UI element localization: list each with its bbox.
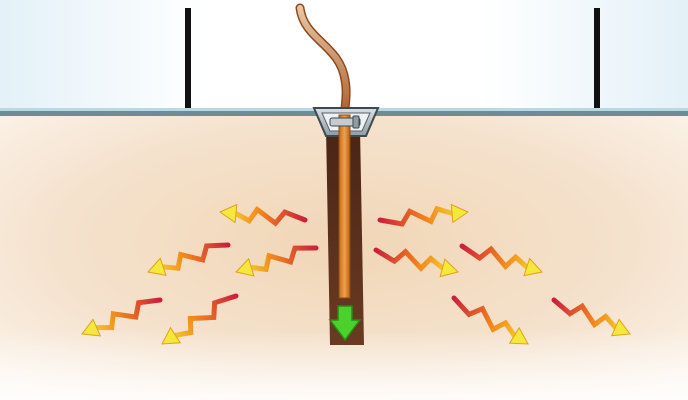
discharge-arrowhead bbox=[81, 318, 102, 337]
discharge-bolt bbox=[172, 293, 239, 338]
discharge-arrowhead bbox=[523, 257, 543, 277]
discharge-arrowhead bbox=[147, 257, 167, 277]
discharge-bolt bbox=[160, 242, 231, 271]
discharge-bolt bbox=[377, 205, 455, 227]
discharge-bolt bbox=[233, 205, 308, 227]
discharge-bolt bbox=[248, 245, 319, 273]
right-post bbox=[594, 8, 600, 112]
discharge-arrowhead bbox=[508, 326, 529, 345]
discharge-bolt bbox=[94, 297, 163, 331]
ground-rod bbox=[338, 114, 351, 299]
discharge-bolt bbox=[451, 295, 517, 339]
discharge-arrowhead bbox=[450, 203, 470, 224]
discharge-bolt bbox=[459, 243, 530, 271]
discharge-arrowhead bbox=[218, 203, 238, 224]
discharge-arrowhead bbox=[439, 258, 459, 278]
discharge-arrowhead bbox=[161, 326, 182, 345]
discharge-bolt bbox=[551, 297, 618, 330]
discharge-bolts bbox=[81, 203, 631, 345]
left-post bbox=[185, 8, 191, 112]
discharge-arrowhead bbox=[235, 257, 255, 277]
discharge-arrowhead bbox=[610, 318, 631, 337]
down-arrow-icon bbox=[328, 305, 362, 342]
discharge-bolt bbox=[373, 247, 445, 272]
